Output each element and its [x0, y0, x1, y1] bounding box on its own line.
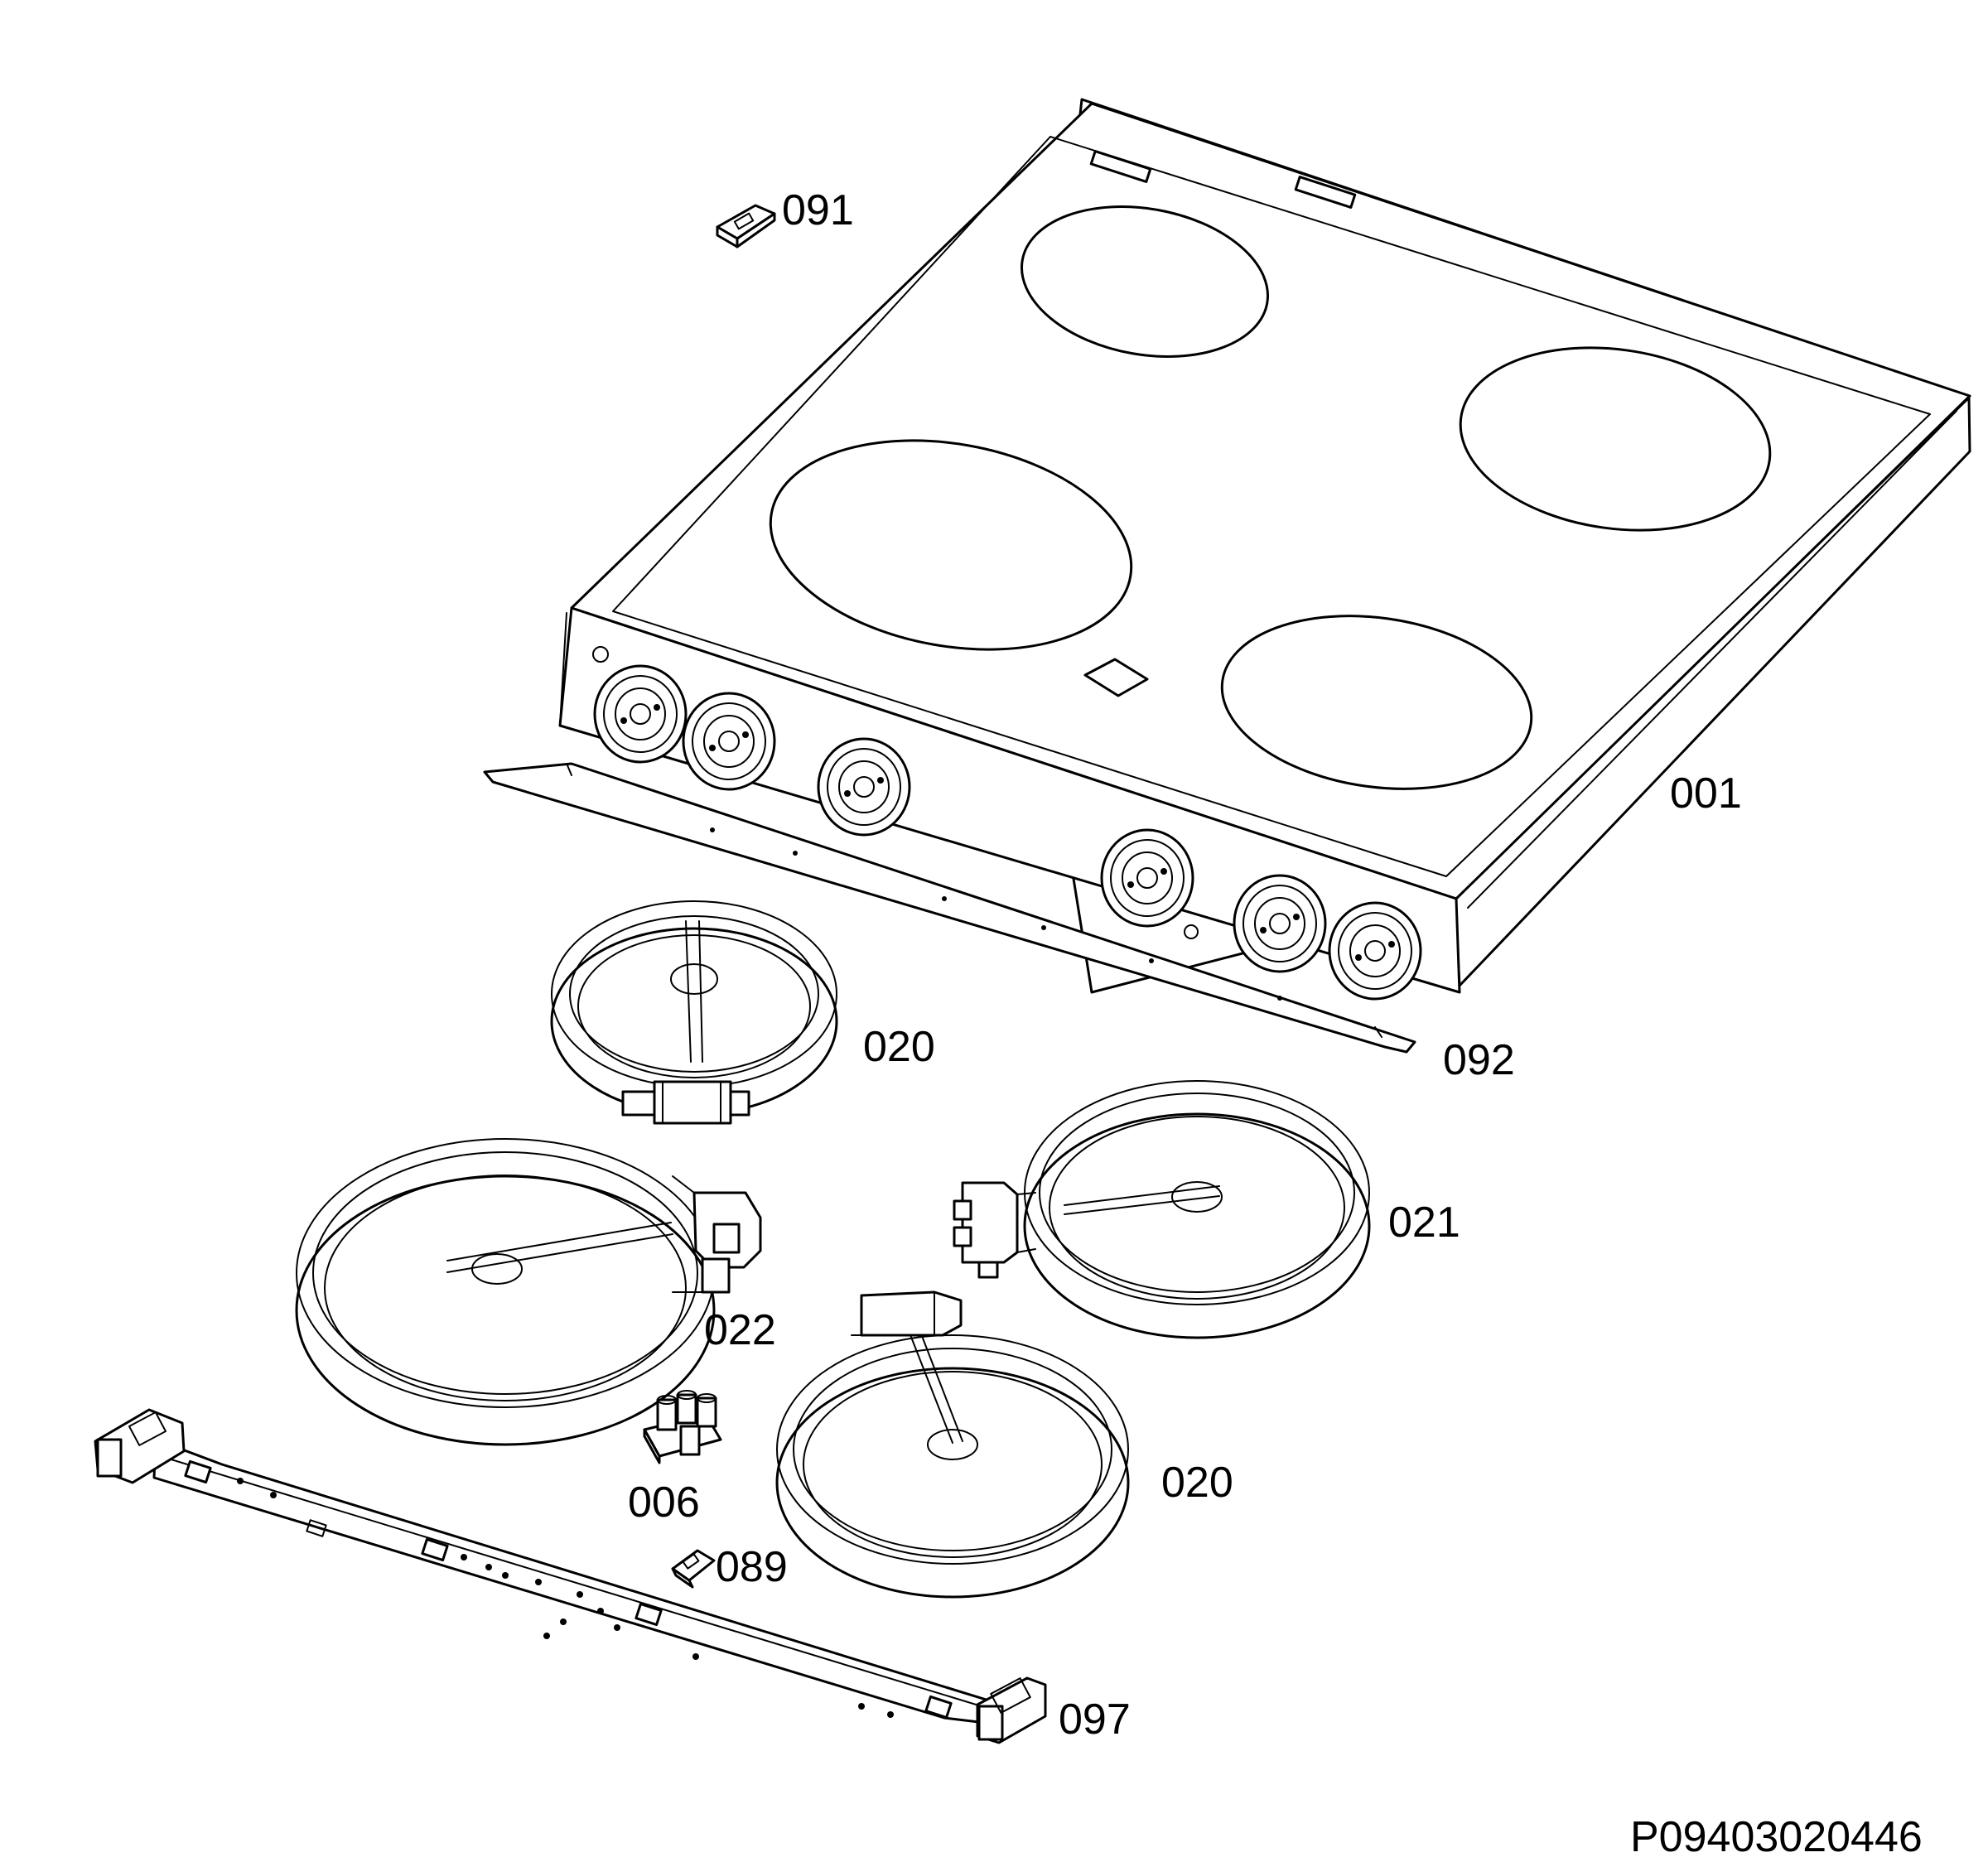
label-020-upper: 020	[863, 1023, 935, 1071]
document-id: P09403020446	[1630, 1813, 1923, 1861]
label-089: 089	[716, 1543, 788, 1591]
label-022: 022	[704, 1306, 776, 1354]
clip-091	[716, 204, 776, 248]
knob-housings	[593, 664, 1422, 1001]
terminal-block-006	[643, 1390, 722, 1464]
label-006: 006	[628, 1479, 700, 1527]
front-rail-092	[483, 762, 1416, 1054]
heating-element-020-lower	[775, 1290, 1130, 1599]
clip-089	[671, 1549, 716, 1589]
label-091: 091	[782, 186, 854, 234]
label-001: 001	[1670, 769, 1742, 818]
label-020-lower: 020	[1161, 1459, 1233, 1507]
label-097: 097	[1059, 1696, 1131, 1744]
label-092: 092	[1443, 1036, 1515, 1084]
heating-element-020-upper	[550, 900, 838, 1125]
switch-bar-097	[94, 1408, 1047, 1744]
heating-element-021	[953, 1080, 1371, 1339]
label-021: 021	[1388, 1199, 1460, 1247]
hob-top-001	[558, 98, 1971, 1001]
heating-element-022	[295, 1138, 762, 1446]
